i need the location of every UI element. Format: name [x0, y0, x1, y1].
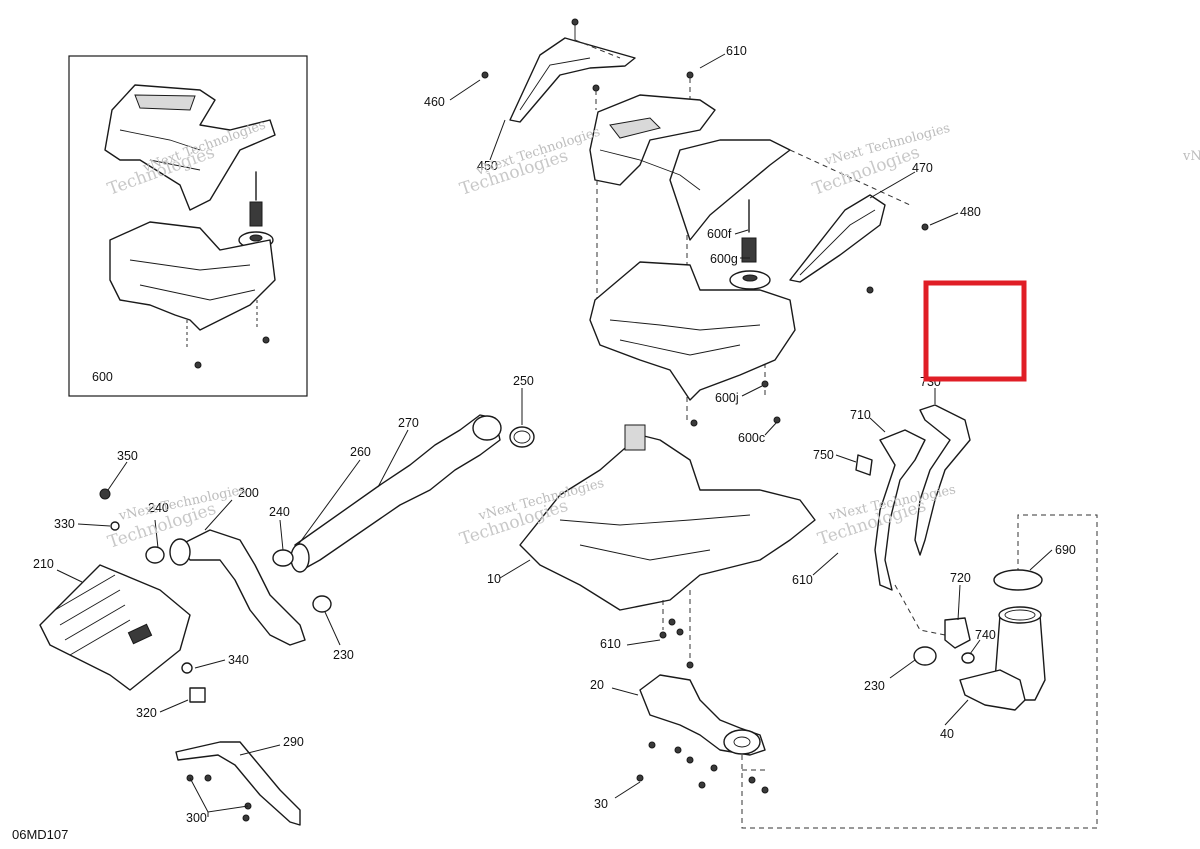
callout-330: 330: [54, 517, 75, 531]
intake-duct-260: [272, 414, 535, 573]
callout-710: 710: [850, 408, 871, 422]
callout-230-left: 230: [333, 648, 354, 662]
airbox-10: [519, 424, 816, 669]
callout-460: 460: [424, 95, 445, 109]
callout-290: 290: [283, 735, 304, 749]
callout-720: 720: [950, 571, 971, 585]
callout-320: 320: [136, 706, 157, 720]
callout-230-right: 230: [864, 679, 885, 693]
callouts: 610 460 450 470 480 600f 600g 600j 600c …: [33, 44, 1076, 825]
callout-40: 40: [940, 727, 954, 741]
intercooler-210: [39, 488, 206, 703]
highlight-box: [923, 280, 1027, 382]
watermark-edge: vNext: [1182, 149, 1200, 164]
bracket-290: [175, 741, 301, 826]
callout-450: 450: [477, 159, 498, 173]
callout-480: 480: [960, 205, 981, 219]
inset-box-600: 600: [68, 55, 308, 397]
callout-240-right: 240: [269, 505, 290, 519]
callout-350: 350: [117, 449, 138, 463]
hoses-710-730: [855, 404, 971, 636]
callout-340: 340: [228, 653, 249, 667]
callout-470: 470: [912, 161, 933, 175]
plate-20: [636, 514, 1098, 829]
callout-260: 260: [350, 445, 371, 459]
callout-610-top: 610: [726, 44, 747, 58]
callout-20: 20: [590, 678, 604, 692]
callout-600g: 600g: [710, 252, 738, 266]
callout-690: 690: [1055, 543, 1076, 557]
callout-270: 270: [398, 416, 419, 430]
callout-200: 200: [238, 486, 259, 500]
callout-210: 210: [33, 557, 54, 571]
callout-250: 250: [513, 374, 534, 388]
callout-740: 740: [975, 628, 996, 642]
filter-assembly: [913, 569, 1046, 711]
callout-610-right: 610: [792, 573, 813, 587]
callout-300: 300: [186, 811, 207, 825]
callout-240-left: 240: [148, 501, 169, 515]
upper-shroud-assembly: [481, 18, 929, 427]
hose-200: [145, 529, 332, 646]
callout-600f: 600f: [707, 227, 732, 241]
callout-610-lower: 610: [600, 637, 621, 651]
leader-lines: [56, 53, 1053, 817]
reference-code: 06MD107: [12, 827, 68, 842]
callout-600j: 600j: [715, 391, 739, 405]
callout-10: 10: [487, 572, 501, 586]
inset-label: 600: [92, 370, 113, 384]
callout-750: 750: [813, 448, 834, 462]
callout-30: 30: [594, 797, 608, 811]
callout-600c: 600c: [738, 431, 765, 445]
